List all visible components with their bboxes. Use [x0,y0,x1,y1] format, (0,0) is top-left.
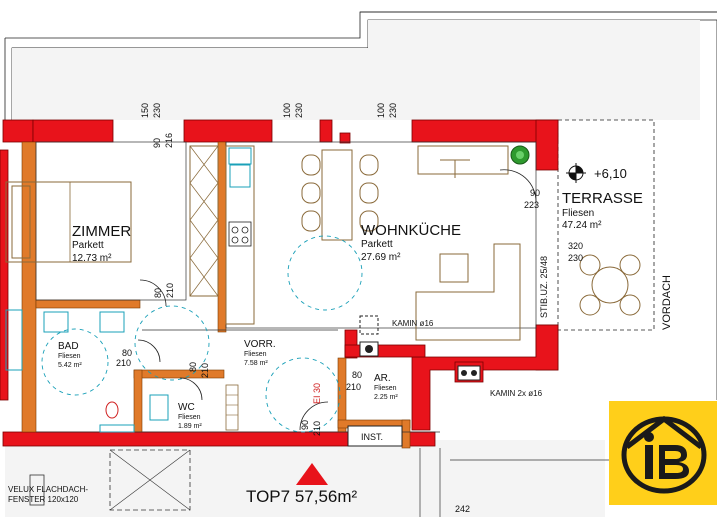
dimension-labels: 150 230 90 216 100 230 100 230 90 223 32… [116,103,583,436]
room-name: TERRASSE [562,190,643,207]
room-area: 47.24 m² [562,220,602,231]
bottom-number: 242 [455,504,470,514]
room-name: AR. [374,373,391,384]
svg-text:230: 230 [388,103,398,118]
room-label-wc: WC Fliesen 1.89 m² [178,402,202,430]
kamin-2-label: KAMIN 2x ø16 [490,389,543,398]
room-name: VORR. [244,339,276,350]
room-label-wohnkueche: WOHNKÜCHE Parkett 27.69 m² [361,221,461,263]
svg-text:216: 216 [164,133,174,148]
bed [5,181,132,263]
room-floor: Fliesen [178,414,201,421]
room-area: 27.69 m² [361,252,401,263]
room-name: BAD [58,341,79,352]
svg-text:80: 80 [122,348,132,358]
room-label-zimmer: ZIMMER Parkett 12.73 m² [72,223,131,264]
room-floor: Fliesen [374,385,397,392]
room-name: WC [178,402,195,413]
stairs-label: STIB.UZ. 25/48 [539,256,549,318]
svg-text:320: 320 [568,241,583,251]
wardrobe [189,145,219,297]
svg-text:80: 80 [352,370,362,380]
plant-icon [510,145,530,165]
skylight-label-2: FENSTER 120x120 [8,495,79,504]
terrace-area [557,119,655,331]
svg-text:150: 150 [140,103,150,118]
door-swings [137,169,537,431]
room-area: 1.89 m² [178,423,202,430]
desk [417,145,509,178]
room-floor: Fliesen [58,353,81,360]
entry-arrow-icon [296,463,328,485]
room-label-vorr: VORR. Fliesen 7.58 m² [244,339,276,367]
room-floor: Parkett [361,239,393,250]
inner-walls [21,141,411,449]
svg-text:80: 80 [153,288,163,298]
sofa [415,243,521,341]
svg-text:210: 210 [200,363,210,378]
turning-circles [41,235,363,433]
kamin-label: KAMIN ø16 [392,319,434,328]
svg-text:230: 230 [152,103,162,118]
skylight-label-1: VELUX FLACHDACH- [8,485,88,494]
room-label-ar: AR. Fliesen 2.25 m² [374,373,398,401]
room-area: 5.42 m² [58,362,82,369]
room-area: 2.25 m² [374,394,398,401]
svg-text:90: 90 [530,188,540,198]
room-name: ZIMMER [72,223,131,240]
svg-text:90: 90 [300,420,310,430]
unit-title: TOP7 57,56m² [246,487,358,506]
room-floor: Parkett [72,240,104,251]
svg-text:210: 210 [165,283,175,298]
svg-text:230: 230 [568,253,583,263]
bathroom-fixtures [5,309,169,433]
room-floor: Fliesen [562,208,594,219]
company-logo [609,401,717,505]
room-area: 12.73 m² [72,253,112,264]
room-name-inst: INST. [361,432,383,442]
kitchen-counter [225,145,255,325]
fire-rating-label: EI 30 [312,383,322,404]
room-label-bad: BAD Fliesen 5.42 m² [58,341,82,369]
svg-text:90: 90 [152,138,162,148]
terrace-table [579,254,641,316]
chimney [359,315,481,381]
room-name: WOHNKÜCHE [361,221,461,239]
svg-text:80: 80 [188,362,198,372]
elevation-label: +6,10 [594,166,627,181]
room-outlines [35,141,537,433]
stairs [225,384,239,431]
svg-text:100: 100 [376,103,386,118]
inst-shaft [347,425,403,447]
vordach-label: VORDACH [661,275,673,330]
svg-text:223: 223 [524,200,539,210]
exterior-walls [0,119,559,447]
house-ib-logo-icon [621,415,707,494]
svg-text:210: 210 [346,382,361,392]
room-floor: Fliesen [244,351,267,358]
svg-text:230: 230 [294,103,304,118]
room-area: 7.58 m² [244,360,268,367]
svg-text:210: 210 [116,358,131,368]
elevation-marker-icon [566,163,586,183]
svg-text:100: 100 [282,103,292,118]
room-label-terrasse: TERRASSE Fliesen 47.24 m² [562,190,643,231]
dining-table [301,149,379,241]
svg-text:210: 210 [312,421,322,436]
